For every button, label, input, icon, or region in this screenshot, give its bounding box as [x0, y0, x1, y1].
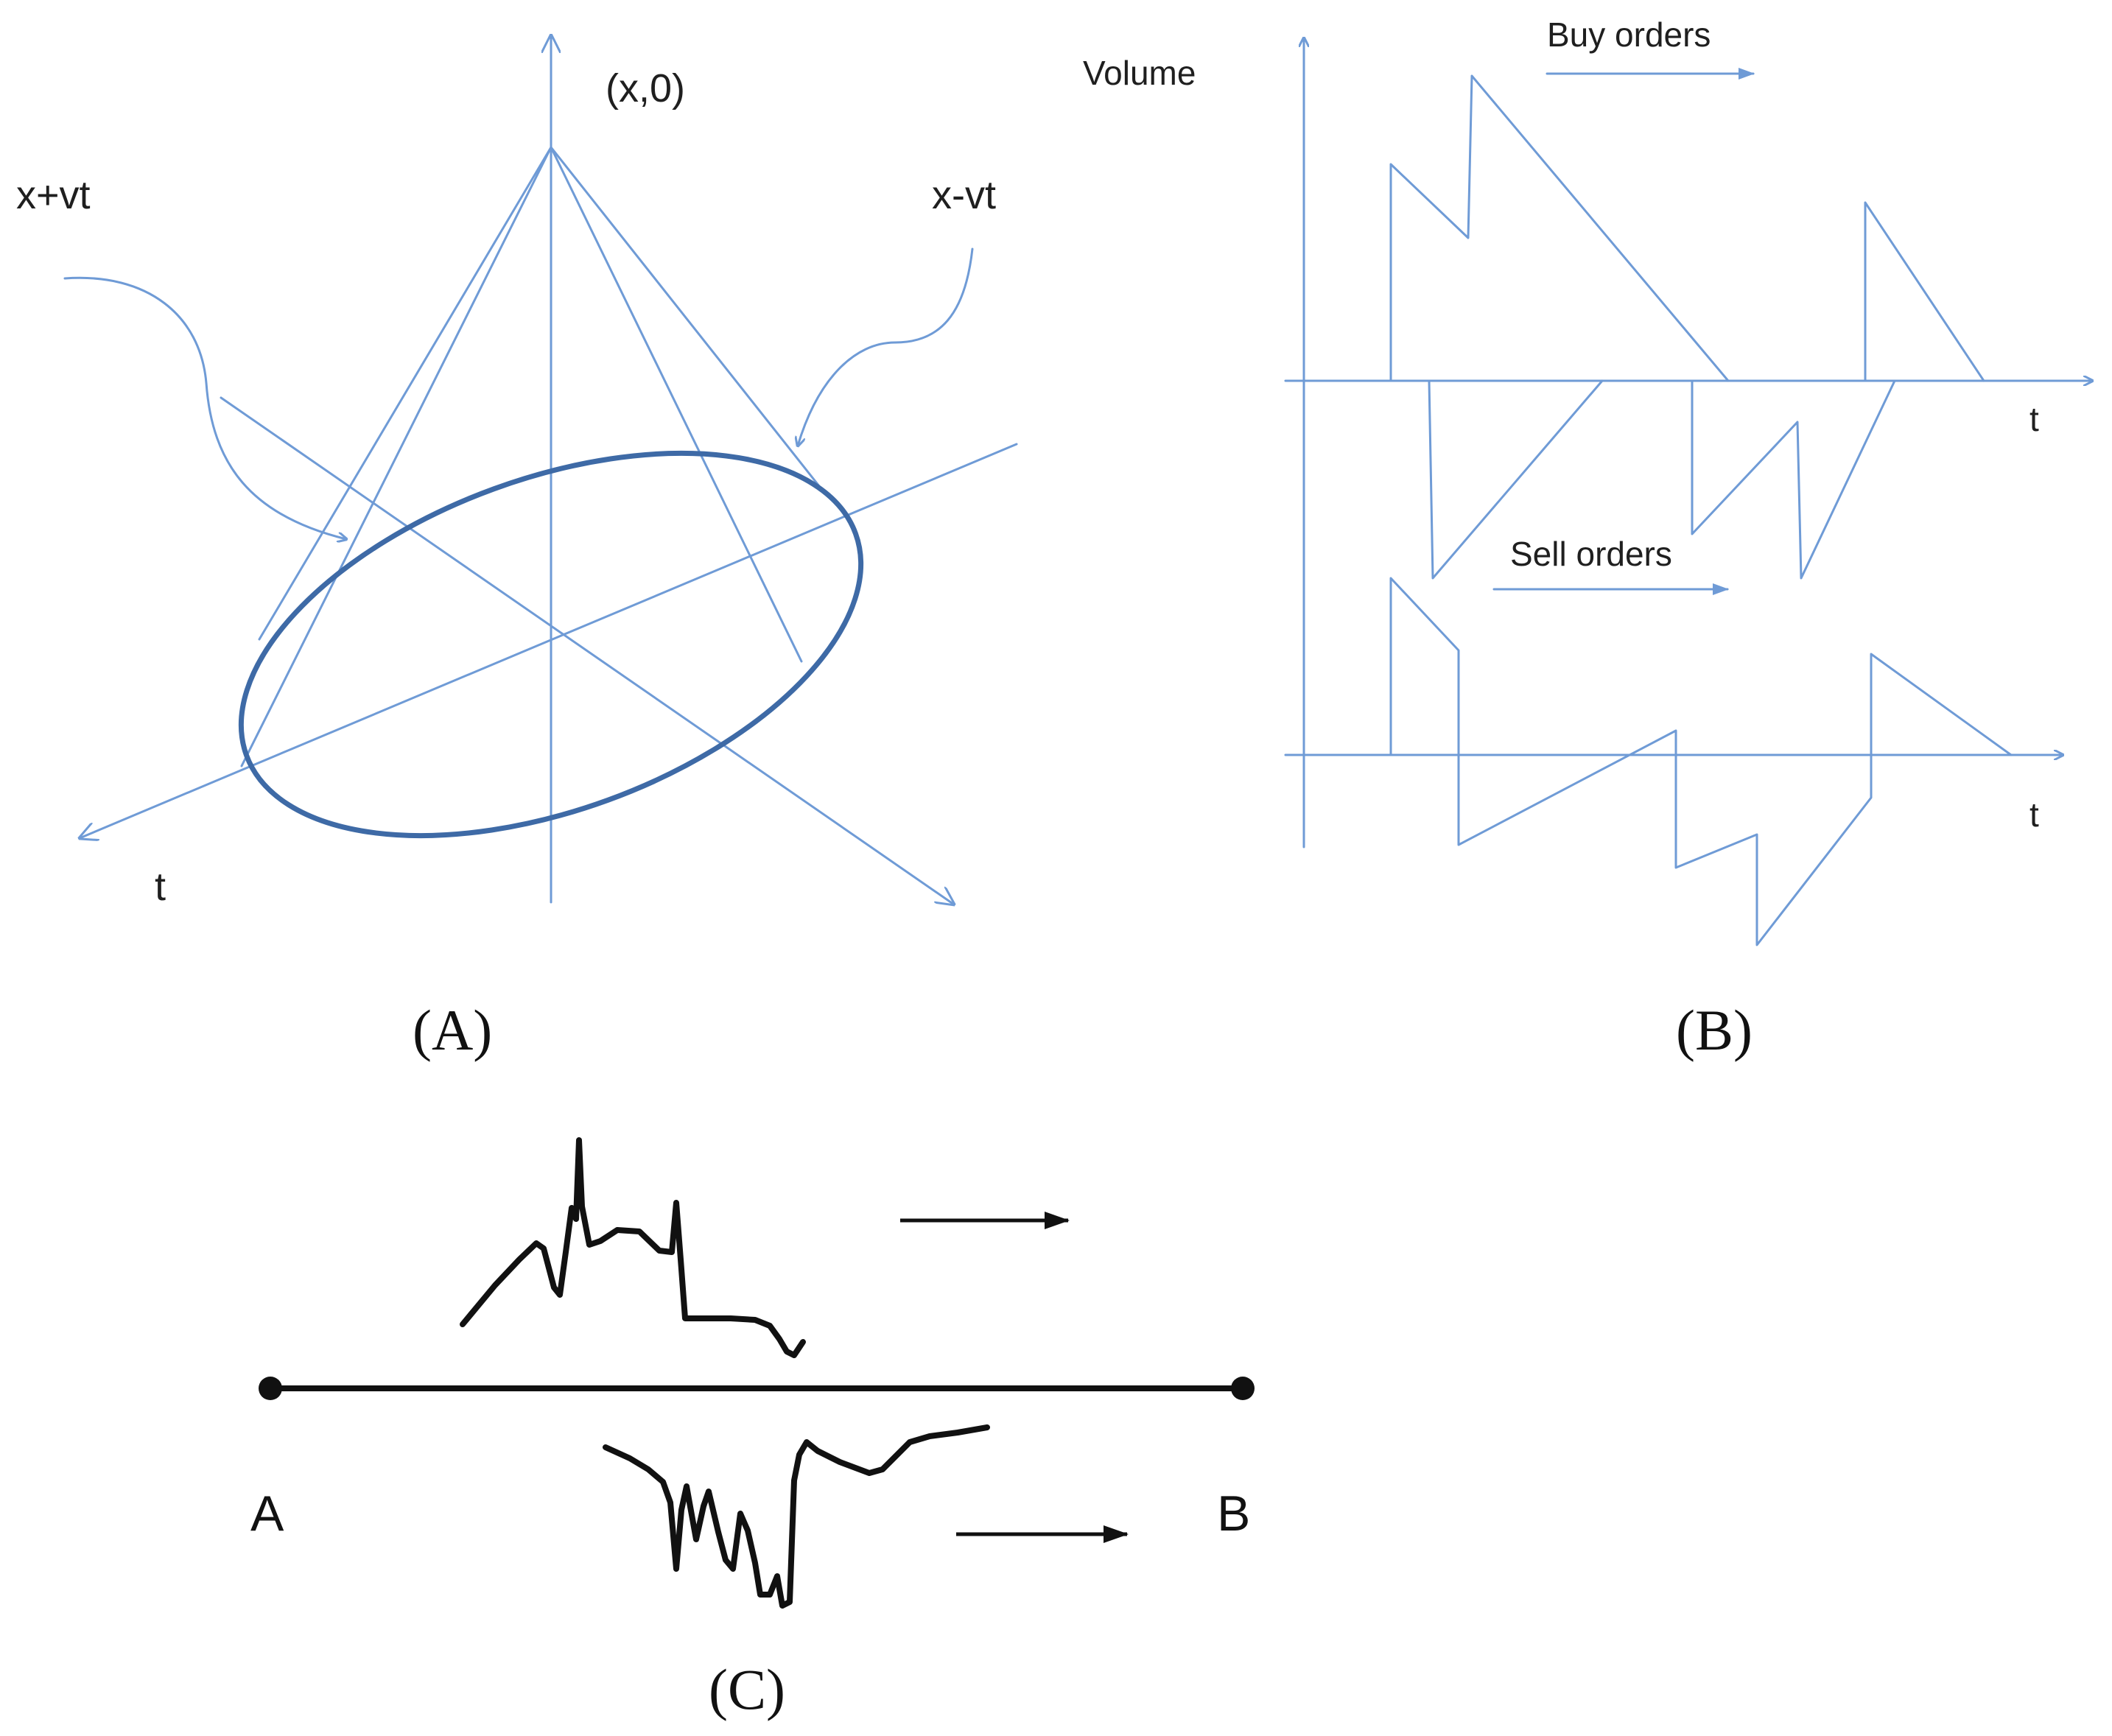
point-a-label: A [250, 1486, 284, 1542]
lower-sketch-curve [603, 1424, 990, 1609]
base-ellipse [238, 450, 864, 839]
sell-order-wave [1428, 379, 1604, 580]
upper-sketch-curve [460, 1137, 806, 1358]
cone-line [550, 146, 803, 663]
curved-arrow-left [63, 276, 346, 539]
panel-c: A B (C) [250, 1137, 1255, 1721]
sell-orders-profile [1428, 379, 1896, 580]
lower-order-profile [1389, 577, 2013, 946]
lower-wave [1389, 577, 2013, 946]
panel-a: (x,0) x+vt x-vt t [16, 35, 1018, 909]
endpoint-a [259, 1377, 282, 1400]
buy-orders-label: Buy orders [1547, 15, 1711, 54]
panel-c-caption: (C) [709, 1657, 785, 1721]
t-label-lower: t [2029, 795, 2039, 834]
buy-order-wave [1864, 201, 1985, 382]
panel-b: Volume Buy orders Sell orders t t [1083, 15, 2092, 946]
curved-arrow-right [798, 247, 974, 446]
buy-orders-profile [1389, 74, 1985, 382]
right-cone-label: x-vt [932, 173, 996, 217]
point-b-label: B [1217, 1486, 1250, 1542]
cone-line [550, 146, 821, 488]
panel-b-caption: (B) [1676, 998, 1753, 1062]
buy-order-wave [1389, 74, 1730, 382]
cone-generators [240, 146, 821, 767]
volume-label: Volume [1083, 54, 1196, 92]
t-label-upper: t [2029, 400, 2039, 438]
endpoint-b [1231, 1377, 1255, 1400]
apex-label: (x,0) [606, 66, 685, 110]
left-cone-label: x+vt [16, 173, 91, 217]
sell-orders-label: Sell orders [1510, 535, 1672, 573]
cone-line [258, 146, 552, 641]
t-axis-label: t [155, 865, 166, 909]
panel-b-axes [1284, 38, 2092, 848]
sell-order-wave [1691, 379, 1896, 580]
t-axis [80, 443, 1018, 838]
panel-a-caption: (A) [413, 998, 492, 1062]
diagonal-axis [220, 396, 954, 904]
cone-line [240, 146, 552, 767]
